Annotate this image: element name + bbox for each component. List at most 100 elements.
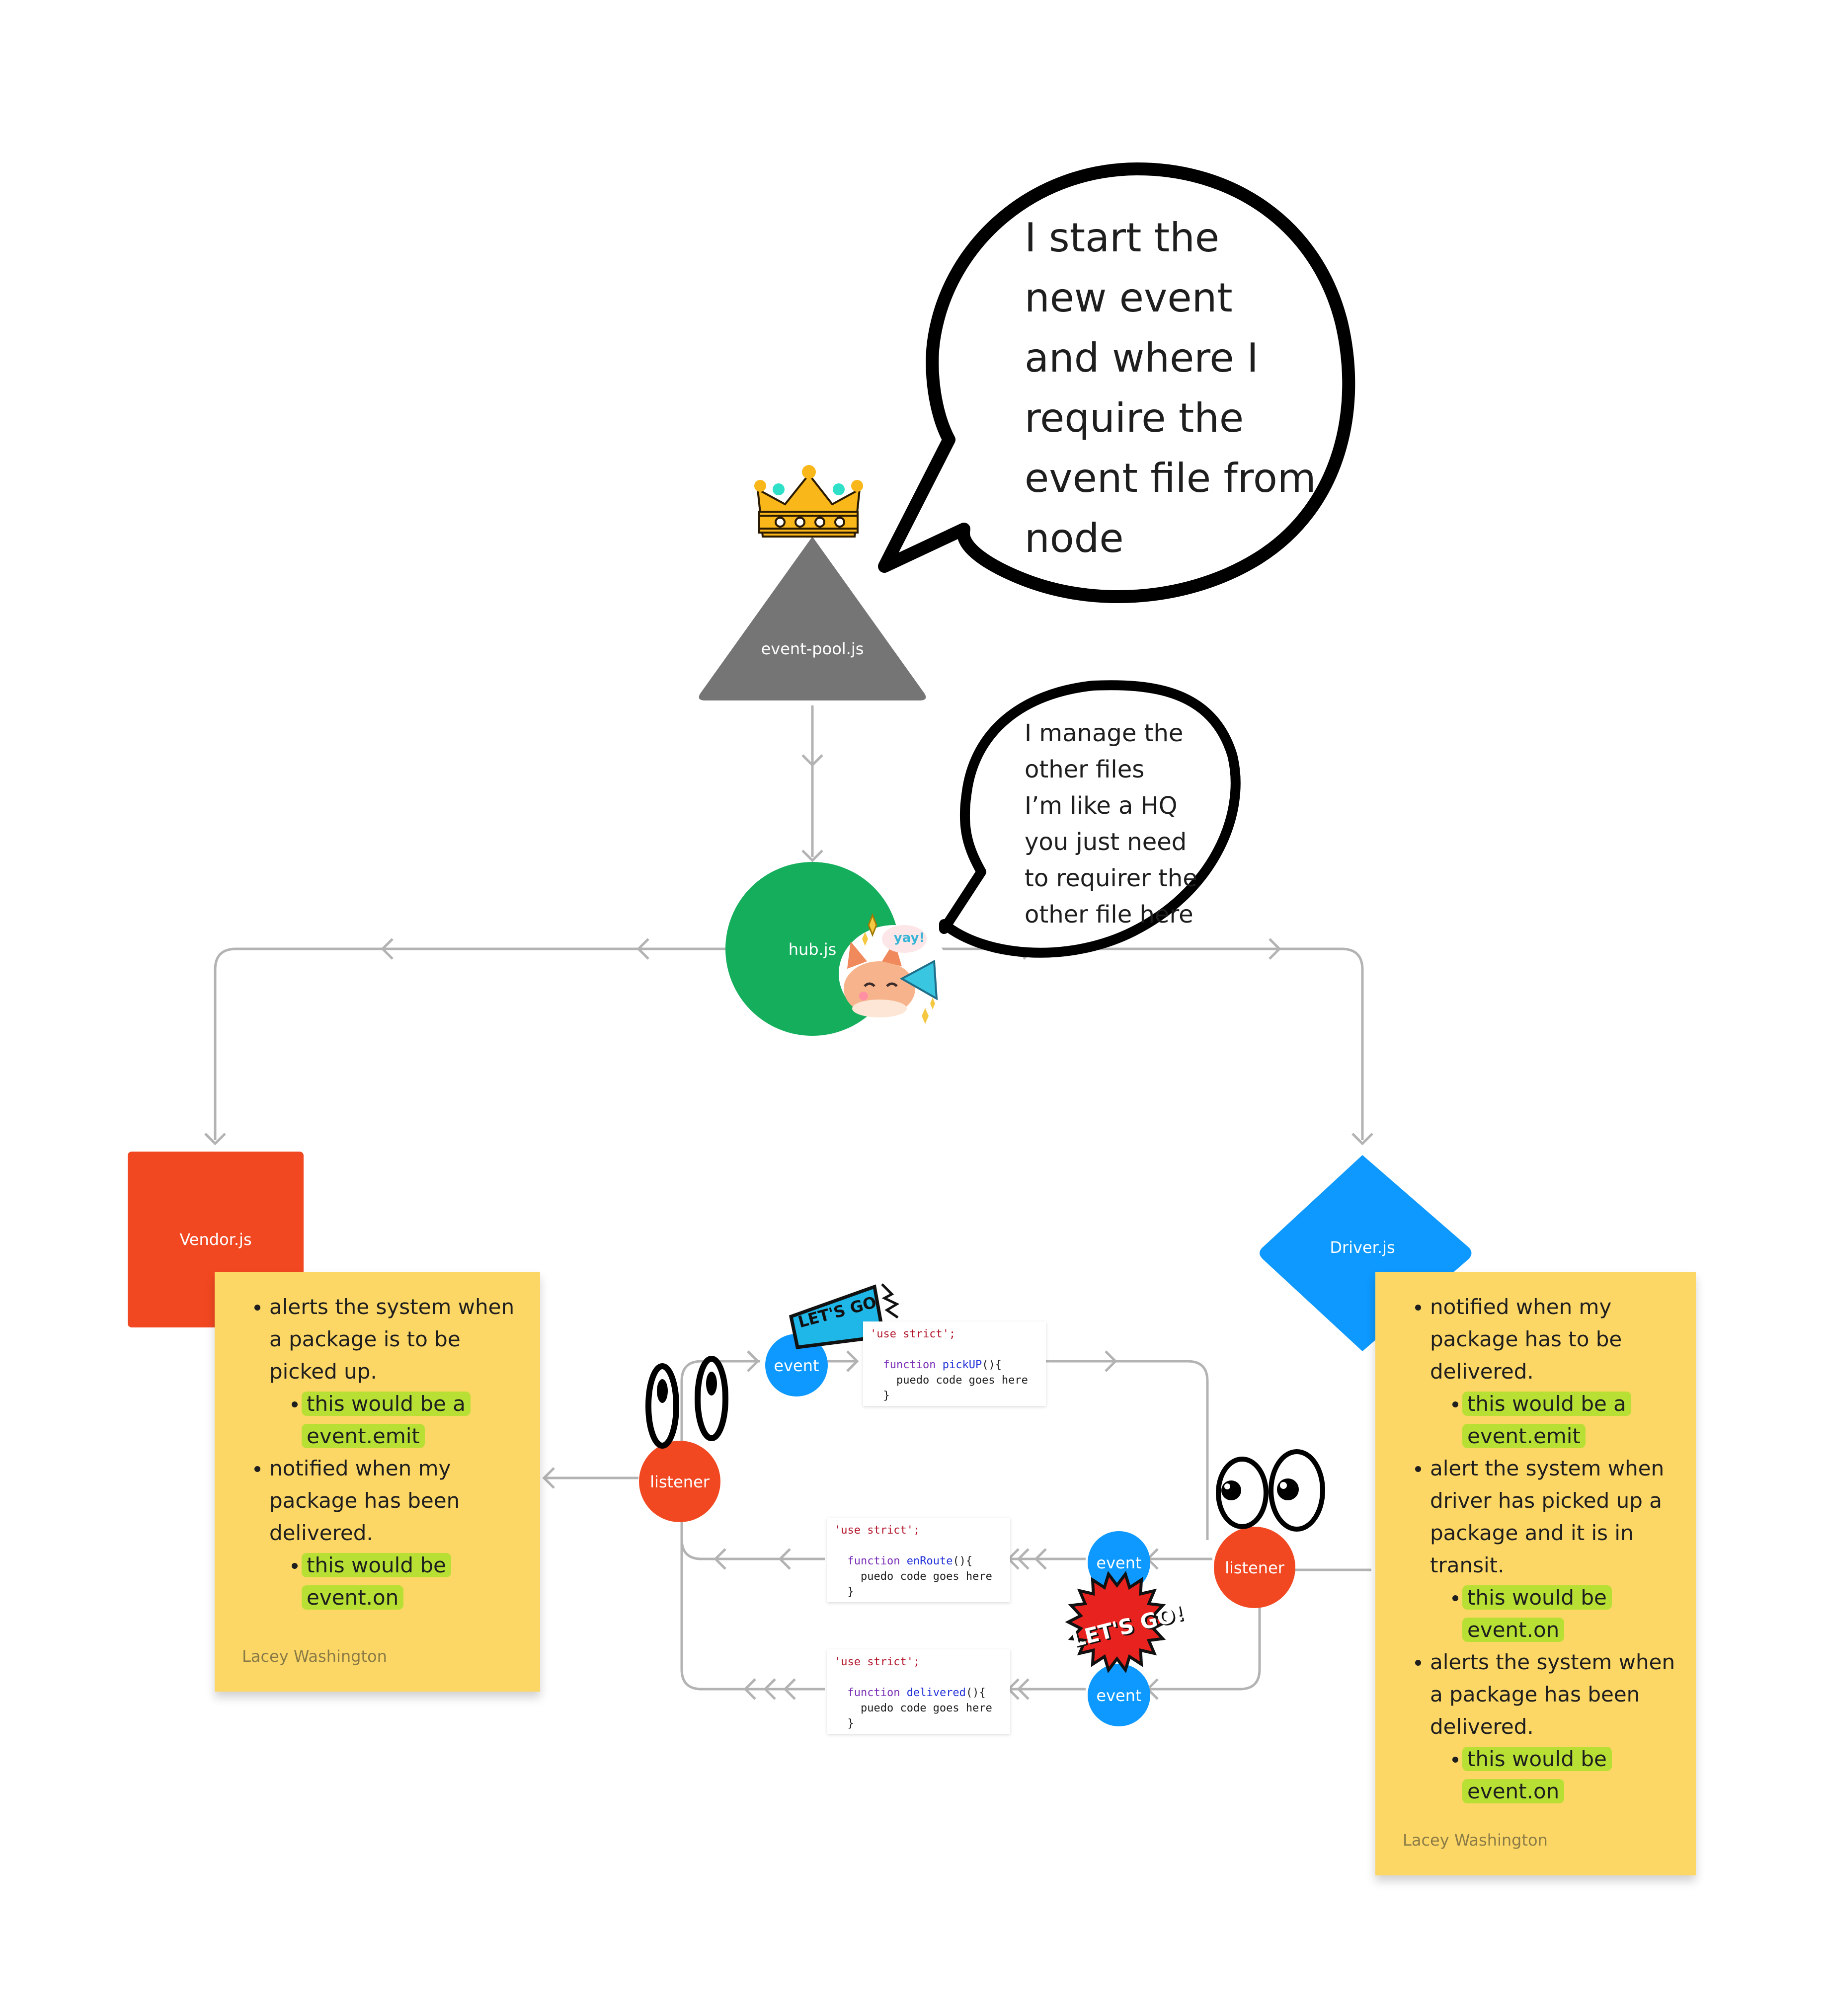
cartoon-eyes-sticker-icon xyxy=(1216,1449,1325,1532)
note-text: delivered. xyxy=(1430,1359,1534,1384)
connector-enroute-to-listener xyxy=(680,1510,825,1570)
code-block-enroute[interactable]: 'use strict'; function enRoute(){ puedo … xyxy=(827,1518,1010,1602)
code-close: } xyxy=(847,1586,854,1598)
hub-label: hub.js xyxy=(788,940,837,959)
event-pickup-circle[interactable] xyxy=(765,1334,828,1396)
code-block-pickup[interactable]: 'use strict'; function pickUP(){ puedo c… xyxy=(863,1321,1046,1406)
driver-label: Driver.js xyxy=(1330,1238,1395,1257)
crown-icon xyxy=(754,465,863,538)
driver-sub-bullet-3: this would be event.on xyxy=(1375,1743,1696,1807)
large-bubble-line: and where I xyxy=(1025,335,1259,381)
connector-hub-to-driver xyxy=(899,938,1373,1146)
large-bubble-line: require the xyxy=(1025,395,1244,441)
code-signature: (){ xyxy=(965,1687,986,1699)
note-text: picked up. xyxy=(269,1359,377,1384)
event-pickup-label: event xyxy=(774,1356,819,1375)
highlighted-text: event.on xyxy=(1462,1779,1565,1803)
large-bubble-text: I start the new event and where I requir… xyxy=(1025,208,1316,568)
large-bubble-line: new event xyxy=(1025,275,1233,321)
driver-bullet-1: notified when my package has to be deliv… xyxy=(1375,1291,1696,1388)
vendor-bullet-1: alerts the system when a package is to b… xyxy=(215,1291,540,1388)
event-delivered-circle[interactable] xyxy=(1088,1664,1150,1726)
code-strict: 'use strict'; xyxy=(870,1328,956,1340)
driver-listener-circle[interactable] xyxy=(1214,1527,1295,1608)
note-text: alerts the system when xyxy=(1430,1650,1675,1674)
speech-bubble-small xyxy=(939,680,1241,958)
event-pool-label: event-pool.js xyxy=(761,639,864,658)
note-text: delivered. xyxy=(1430,1714,1534,1739)
code-function-name: enRoute xyxy=(906,1555,953,1567)
note-text: notified when my xyxy=(1430,1295,1612,1319)
connector-pickup-to-driver-listener xyxy=(1046,1350,1209,1540)
connector-delivered-to-listener xyxy=(680,1510,825,1700)
small-bubble-line: other files xyxy=(1025,756,1145,783)
note-text: a package is to be xyxy=(269,1327,461,1351)
code-signature: (){ xyxy=(953,1555,973,1567)
vendor-sub-bullet-1: this would be a event.emit xyxy=(215,1388,540,1452)
code-body: puedo code goes here xyxy=(860,1702,992,1714)
vendor-listener-circle[interactable] xyxy=(639,1441,720,1522)
driver-bullet-3: alerts the system when a package has bee… xyxy=(1375,1646,1696,1743)
driver-listener-label: listener xyxy=(1225,1558,1284,1577)
code-close: } xyxy=(847,1717,854,1730)
speech-bubble-large xyxy=(878,162,1355,604)
googly-eyes-sticker-icon xyxy=(645,1356,728,1449)
small-bubble-line: to requirer the xyxy=(1025,864,1197,892)
code-keyword: function xyxy=(847,1687,900,1699)
code-function-name: pickUP xyxy=(942,1359,982,1371)
code-keyword: function xyxy=(847,1555,900,1567)
large-bubble-line: event file from xyxy=(1025,455,1316,501)
driver-sticky-note[interactable]: notified when my package has to be deliv… xyxy=(1375,1272,1696,1875)
vendor-sub-bullet-2: this would be event.on xyxy=(215,1549,540,1614)
driver-note-author: Lacey Washington xyxy=(1403,1831,1548,1850)
driver-sub-bullet-1: this would be a event.emit xyxy=(1375,1388,1696,1452)
driver-bullet-2: alert the system when driver has picked … xyxy=(1375,1452,1696,1581)
code-body: puedo code goes here xyxy=(896,1374,1028,1387)
vendor-listener-label: listener xyxy=(650,1473,710,1491)
vendor-bullet-2: notified when my package has been delive… xyxy=(215,1452,540,1549)
code-close: } xyxy=(883,1390,890,1402)
small-bubble-text: I manage the other files I’m like a HQ y… xyxy=(1025,715,1197,933)
highlighted-text: event.emit xyxy=(1462,1424,1586,1448)
highlighted-text: event.emit xyxy=(302,1424,425,1448)
lets-go-starburst-sticker-icon xyxy=(1065,1571,1169,1673)
yay-sticker-text: yay! xyxy=(893,930,925,945)
code-strict: 'use strict'; xyxy=(834,1656,920,1668)
highlighted-text: this would be xyxy=(1462,1585,1612,1610)
large-bubble-line: I start the xyxy=(1025,215,1220,261)
connector-listener-to-pickup xyxy=(680,1350,859,1451)
highlighted-text: this would be xyxy=(302,1553,451,1577)
code-block-delivered[interactable]: 'use strict'; function delivered(){ pued… xyxy=(827,1649,1010,1734)
connector-pool-to-hub xyxy=(801,705,823,862)
code-body: puedo code goes here xyxy=(860,1570,992,1583)
note-text: alert the system when xyxy=(1430,1456,1665,1480)
note-text: notified when my xyxy=(269,1456,451,1480)
event-enroute-label: event xyxy=(1096,1553,1142,1572)
vendor-sticky-note[interactable]: alerts the system when a package is to b… xyxy=(215,1272,540,1692)
small-bubble-line: you just need xyxy=(1025,828,1187,856)
connector-listener-to-vendor xyxy=(542,1467,638,1489)
event-pool-triangle[interactable] xyxy=(699,537,926,700)
vendor-note-author: Lacey Washington xyxy=(242,1647,387,1666)
highlighted-text: event.on xyxy=(302,1585,404,1610)
note-text: package has been xyxy=(269,1488,460,1513)
note-text: package has to be xyxy=(1430,1327,1622,1351)
note-text: package and it is in xyxy=(1430,1521,1634,1545)
code-keyword: function xyxy=(883,1359,936,1371)
note-text: driver has picked up a xyxy=(1430,1488,1662,1513)
highlighted-text: this would be a xyxy=(302,1392,471,1416)
note-text: delivered. xyxy=(269,1521,373,1545)
event-enroute-circle[interactable] xyxy=(1088,1531,1150,1594)
small-bubble-line: I’m like a HQ xyxy=(1025,792,1178,820)
large-bubble-line: node xyxy=(1025,515,1124,561)
event-delivered-label: event xyxy=(1096,1686,1142,1705)
note-text: alerts the system when xyxy=(269,1295,515,1319)
connector-hub-to-vendor xyxy=(204,938,725,1146)
code-signature: (){ xyxy=(982,1359,1002,1371)
note-text: transit. xyxy=(1430,1553,1505,1577)
driver-sub-bullet-2: this would be event.on xyxy=(1375,1581,1696,1646)
highlighted-text: this would be xyxy=(1462,1747,1612,1771)
small-bubble-line: other file here xyxy=(1025,901,1193,929)
cat-megaphone-sticker-icon xyxy=(839,913,950,1024)
code-function-name: delivered xyxy=(906,1687,966,1699)
